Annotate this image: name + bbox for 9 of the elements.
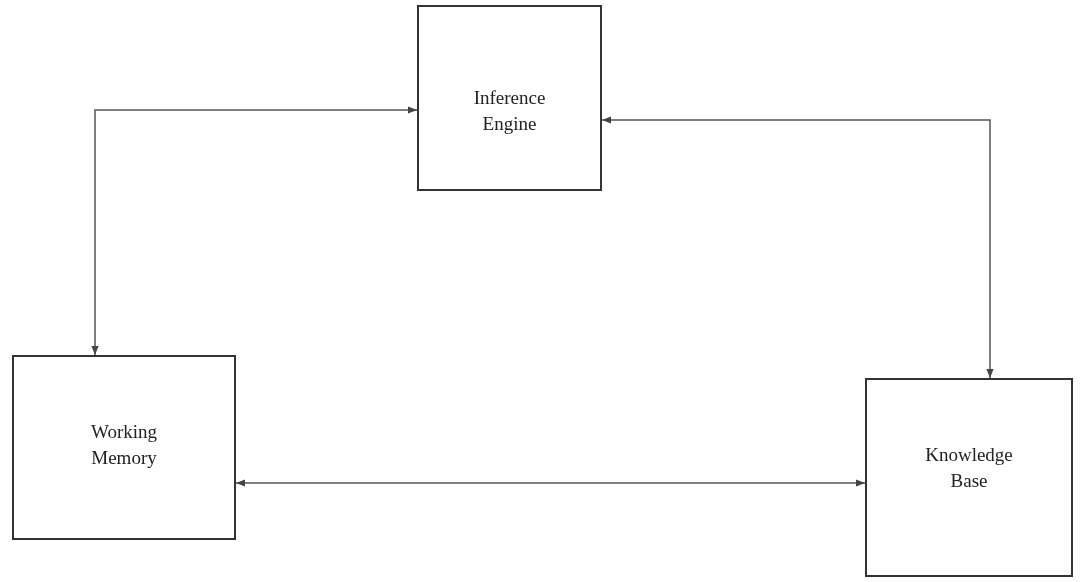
process-box (417, 5, 602, 191)
box-label: Working Memory (90, 420, 158, 470)
process-box (12, 355, 236, 540)
process-box (865, 378, 1073, 577)
double-arrow (601, 116, 994, 379)
box-label: Knowledge Base (924, 443, 1014, 493)
double-arrow (235, 479, 866, 487)
box-label: Inference Engine (472, 86, 547, 136)
double-arrow (91, 106, 418, 356)
